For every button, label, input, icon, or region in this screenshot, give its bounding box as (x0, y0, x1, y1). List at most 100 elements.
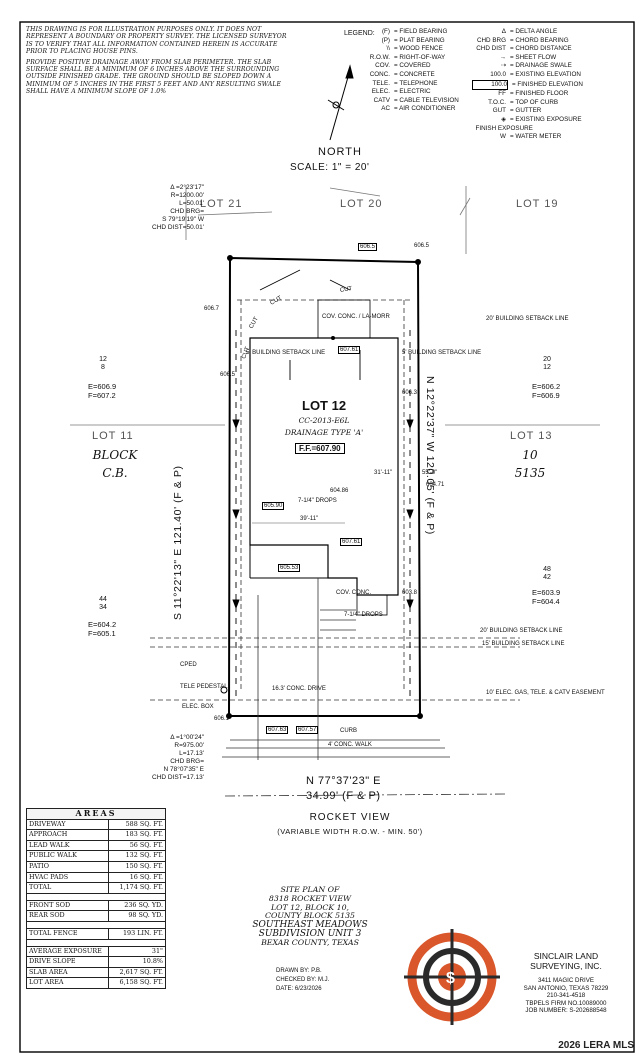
south-distance: 34.99' (F & P) (306, 790, 381, 802)
legend-item: →= SHEET FLOW (499, 53, 557, 61)
company-block: SINCLAIR LAND SURVEYING, INC. 3411 MAGIC… (496, 951, 636, 1015)
elevation: 606.5 (220, 372, 236, 378)
road-centerline (224, 793, 506, 797)
svg-text:$: $ (446, 970, 455, 987)
legend-item: 100.0= FINISHED ELEVATION (472, 79, 583, 91)
legend-item: Δ= DELTA ANGLE (501, 28, 558, 35)
elevation: 606.5 (414, 243, 430, 249)
legend-item: \\= WOOD FENCE (386, 45, 443, 53)
drainage-type: DRAINAGE TYPE 'A' (284, 428, 364, 437)
elevation: 604.71 (426, 482, 445, 488)
elevation: 606.5 (358, 243, 378, 251)
elevation: 607.57 (296, 726, 319, 734)
drops-label: 7-1/4" DROPS (298, 498, 337, 504)
legend-item: ELEC.= ELECTRIC (371, 88, 431, 96)
curve-data-bottom: Δ =1°00'24"R=975.00'L=17.13' CHD BRG=N 7… (152, 734, 204, 781)
north-arrow-icon (327, 64, 354, 141)
covered-lanai-label: COV. CONC. / LA-MORR (322, 314, 390, 320)
road-width: (VARIABLE WIDTH R.O.W. - MIN. 50') (277, 827, 423, 836)
county-block-number: 5135 (514, 466, 546, 480)
lot-13-label: LOT 13 (510, 430, 553, 442)
legend-item: GUT= GUTTER (492, 107, 542, 115)
elevation: 607.61 (340, 538, 363, 546)
road-name: ROCKET VIEW (309, 812, 391, 823)
setback-front-2: 15' BUILDING SETBACK LINE (482, 641, 565, 647)
dim-55: 55'-0" (422, 470, 438, 476)
easement-label: 10' ELEC. GAS, TELE. & CATV EASEMENT (486, 690, 605, 696)
house-footprint (249, 337, 399, 596)
lot-12-title: LOT 12 (302, 398, 347, 413)
note-illustration: THIS DRAWING IS FOR ILLUSTRATION PURPOSE… (26, 26, 287, 56)
lot-19-label: LOT 19 (516, 198, 559, 210)
conc-walk-label: 4' CONC. WALK (328, 742, 372, 748)
tele-pedestal-label: TELE PEDESTAL (180, 684, 228, 690)
company-name-2: SURVEYING, INC. (530, 960, 602, 971)
legend-item: CHD BRG= CHORD BEARING (476, 36, 569, 44)
scale-label: SCALE: 1" = 20' (290, 162, 370, 173)
legend-item: AC= AIR CONDITIONER (381, 105, 456, 113)
legend-item: (P)= PLAT BEARING (381, 36, 445, 44)
note-drainage: PROVIDE POSITIVE DRAINAGE AWAY FROM SLAB… (26, 58, 282, 96)
legend-item: FF= FINISHED FLOOR (498, 90, 569, 98)
plan-label: CC-2013-E6L (298, 416, 350, 425)
north-label: NORTH (318, 146, 362, 158)
dim-31: 31'-11" (374, 470, 393, 476)
legend-item: CONC.= CONCRETE (369, 70, 435, 78)
elevation: 606.3 (402, 390, 418, 396)
legend-item: COV.= COVERED (375, 62, 431, 70)
legend-item: T.O.C.= TOP OF CURB (488, 98, 559, 106)
lot-21-label: LOT 21 (200, 198, 243, 210)
south-bearing: N 77°37'23" E (306, 775, 382, 787)
elevation: 604.86 (330, 488, 349, 494)
setback-front: 20' BUILDING SETBACK LINE (480, 628, 563, 634)
west-bearing: S 11°22'13" E 121.40' (F & P) (172, 465, 184, 620)
finished-floor: F.F.=607.90 (295, 443, 345, 454)
legend-item: CHD DIST= CHORD DISTANCE (476, 45, 572, 53)
legend-item: ◈= EXISTING EXPOSURE FINISH EXPOSURE (475, 115, 582, 132)
elevation: 607.61 (338, 346, 361, 354)
setback-right: 5' BUILDING SETBACK LINE (402, 350, 482, 356)
legend-item: CATV= CABLE TELEVISION (373, 96, 459, 104)
lot-11-label: LOT 11 (92, 430, 134, 442)
setback-rear: 20' BUILDING SETBACK LINE (486, 316, 569, 322)
dim-39: 39'-11" (300, 516, 319, 522)
elec-box-label: ELEC. BOX (182, 704, 214, 710)
curb-label: CURB (340, 728, 358, 734)
legend-right: Δ= DELTA ANGLE CHD BRG= CHORD BEARING CH… (472, 28, 583, 142)
block-label: BLOCK (92, 448, 138, 462)
drawn-info: DRAWN BY: P.B. CHECKED BY: M.J. DATE: 6/… (276, 968, 330, 992)
elevation: 606.1 (214, 716, 230, 722)
legend-title: LEGEND: (344, 30, 375, 37)
east-bearing: N 12°22'37" W 120.05' (F & P) (424, 376, 436, 535)
cb-label: C.B. (102, 466, 128, 480)
conc-drive-label: 16.3' CONC. DRIVE (272, 686, 326, 692)
elevation: 605.53 (278, 564, 301, 572)
legend-item: (F)= FIELD BEARING (381, 28, 448, 35)
elevation: 606.7 (204, 306, 220, 312)
cped-label: CPED (180, 662, 197, 668)
legend-item: 100.0= EXISTING ELEVATION (490, 70, 581, 78)
company-logo-icon: $ (404, 929, 500, 1025)
legend-item: W= WATER METER (500, 133, 562, 141)
legend-item: TELE.= TELEPHONE (372, 79, 438, 87)
setback-left: 5' BUILDING SETBACK LINE (246, 350, 326, 356)
